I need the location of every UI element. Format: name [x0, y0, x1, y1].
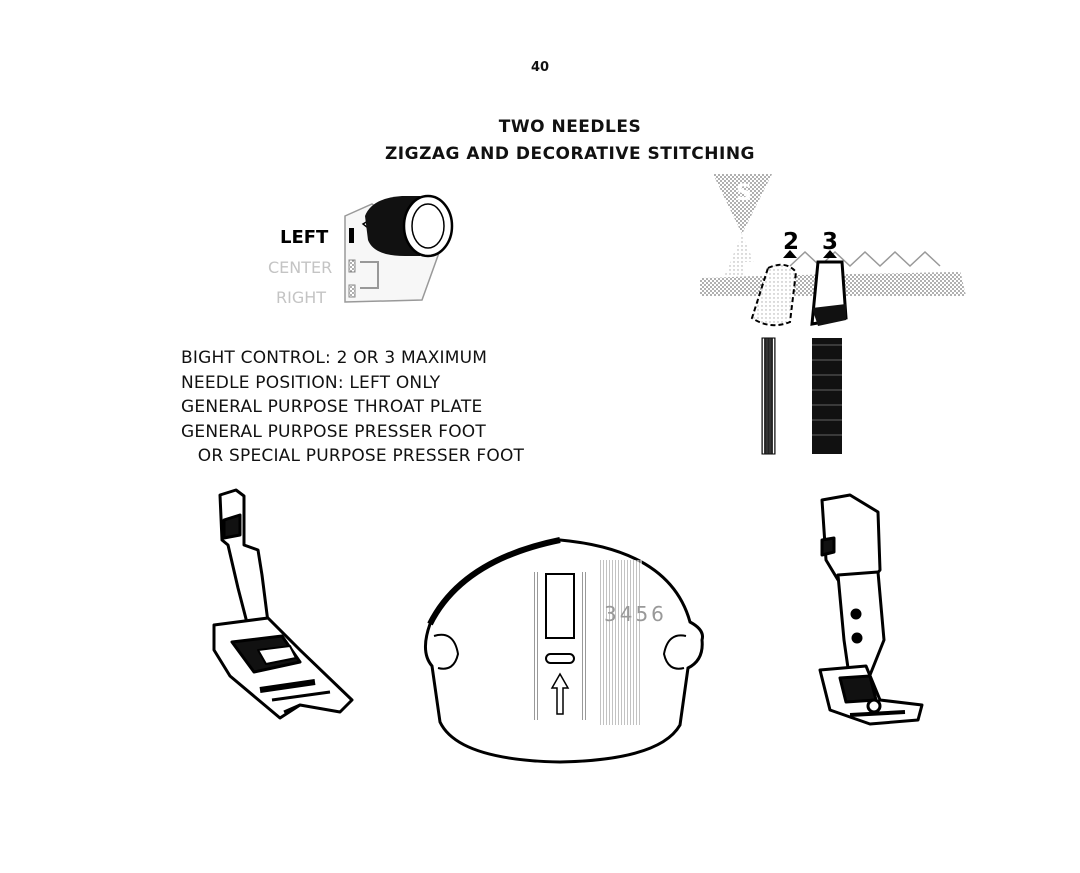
page-title: TWO NEEDLES: [498, 117, 642, 137]
dial-label-right: RIGHT: [276, 288, 326, 307]
throat-plate-numbers: 3456: [604, 602, 667, 626]
bight-diagram: S 2 3: [700, 174, 966, 455]
setting-needle-position: NEEDLE POSITION: LEFT ONLY: [181, 372, 441, 393]
setting-bight-control: BIGHT CONTROL: 2 OR 3 MAXIMUM: [181, 348, 488, 368]
general-purpose-presser-foot: [212, 488, 354, 720]
needle-position-dial: LEFT CENTER RIGHT: [268, 194, 454, 307]
bight-mark-3: 3: [822, 229, 838, 255]
page-number: 40: [530, 60, 550, 75]
setting-presser-foot: GENERAL PURPOSE PRESSER FOOT: [181, 421, 486, 442]
settings-list: BIGHT CONTROL: 2 OR 3 MAXIMUM NEEDLE POS…: [181, 346, 524, 469]
bight-symbol: S: [736, 181, 752, 206]
special-purpose-presser-foot: [818, 493, 924, 726]
bight-mark-2: 2: [783, 229, 799, 255]
setting-throat-plate: GENERAL PURPOSE THROAT PLATE: [181, 397, 483, 417]
dial-label-left: LEFT: [280, 227, 329, 248]
dial-label-center: CENTER: [268, 258, 332, 277]
page-subtitle: ZIGZAG AND DECORATIVE STITCHING: [384, 144, 756, 164]
setting-presser-foot-alt: OR SPECIAL PURPOSE PRESSER FOOT: [181, 446, 525, 466]
general-purpose-throat-plate: 3456: [424, 537, 704, 764]
